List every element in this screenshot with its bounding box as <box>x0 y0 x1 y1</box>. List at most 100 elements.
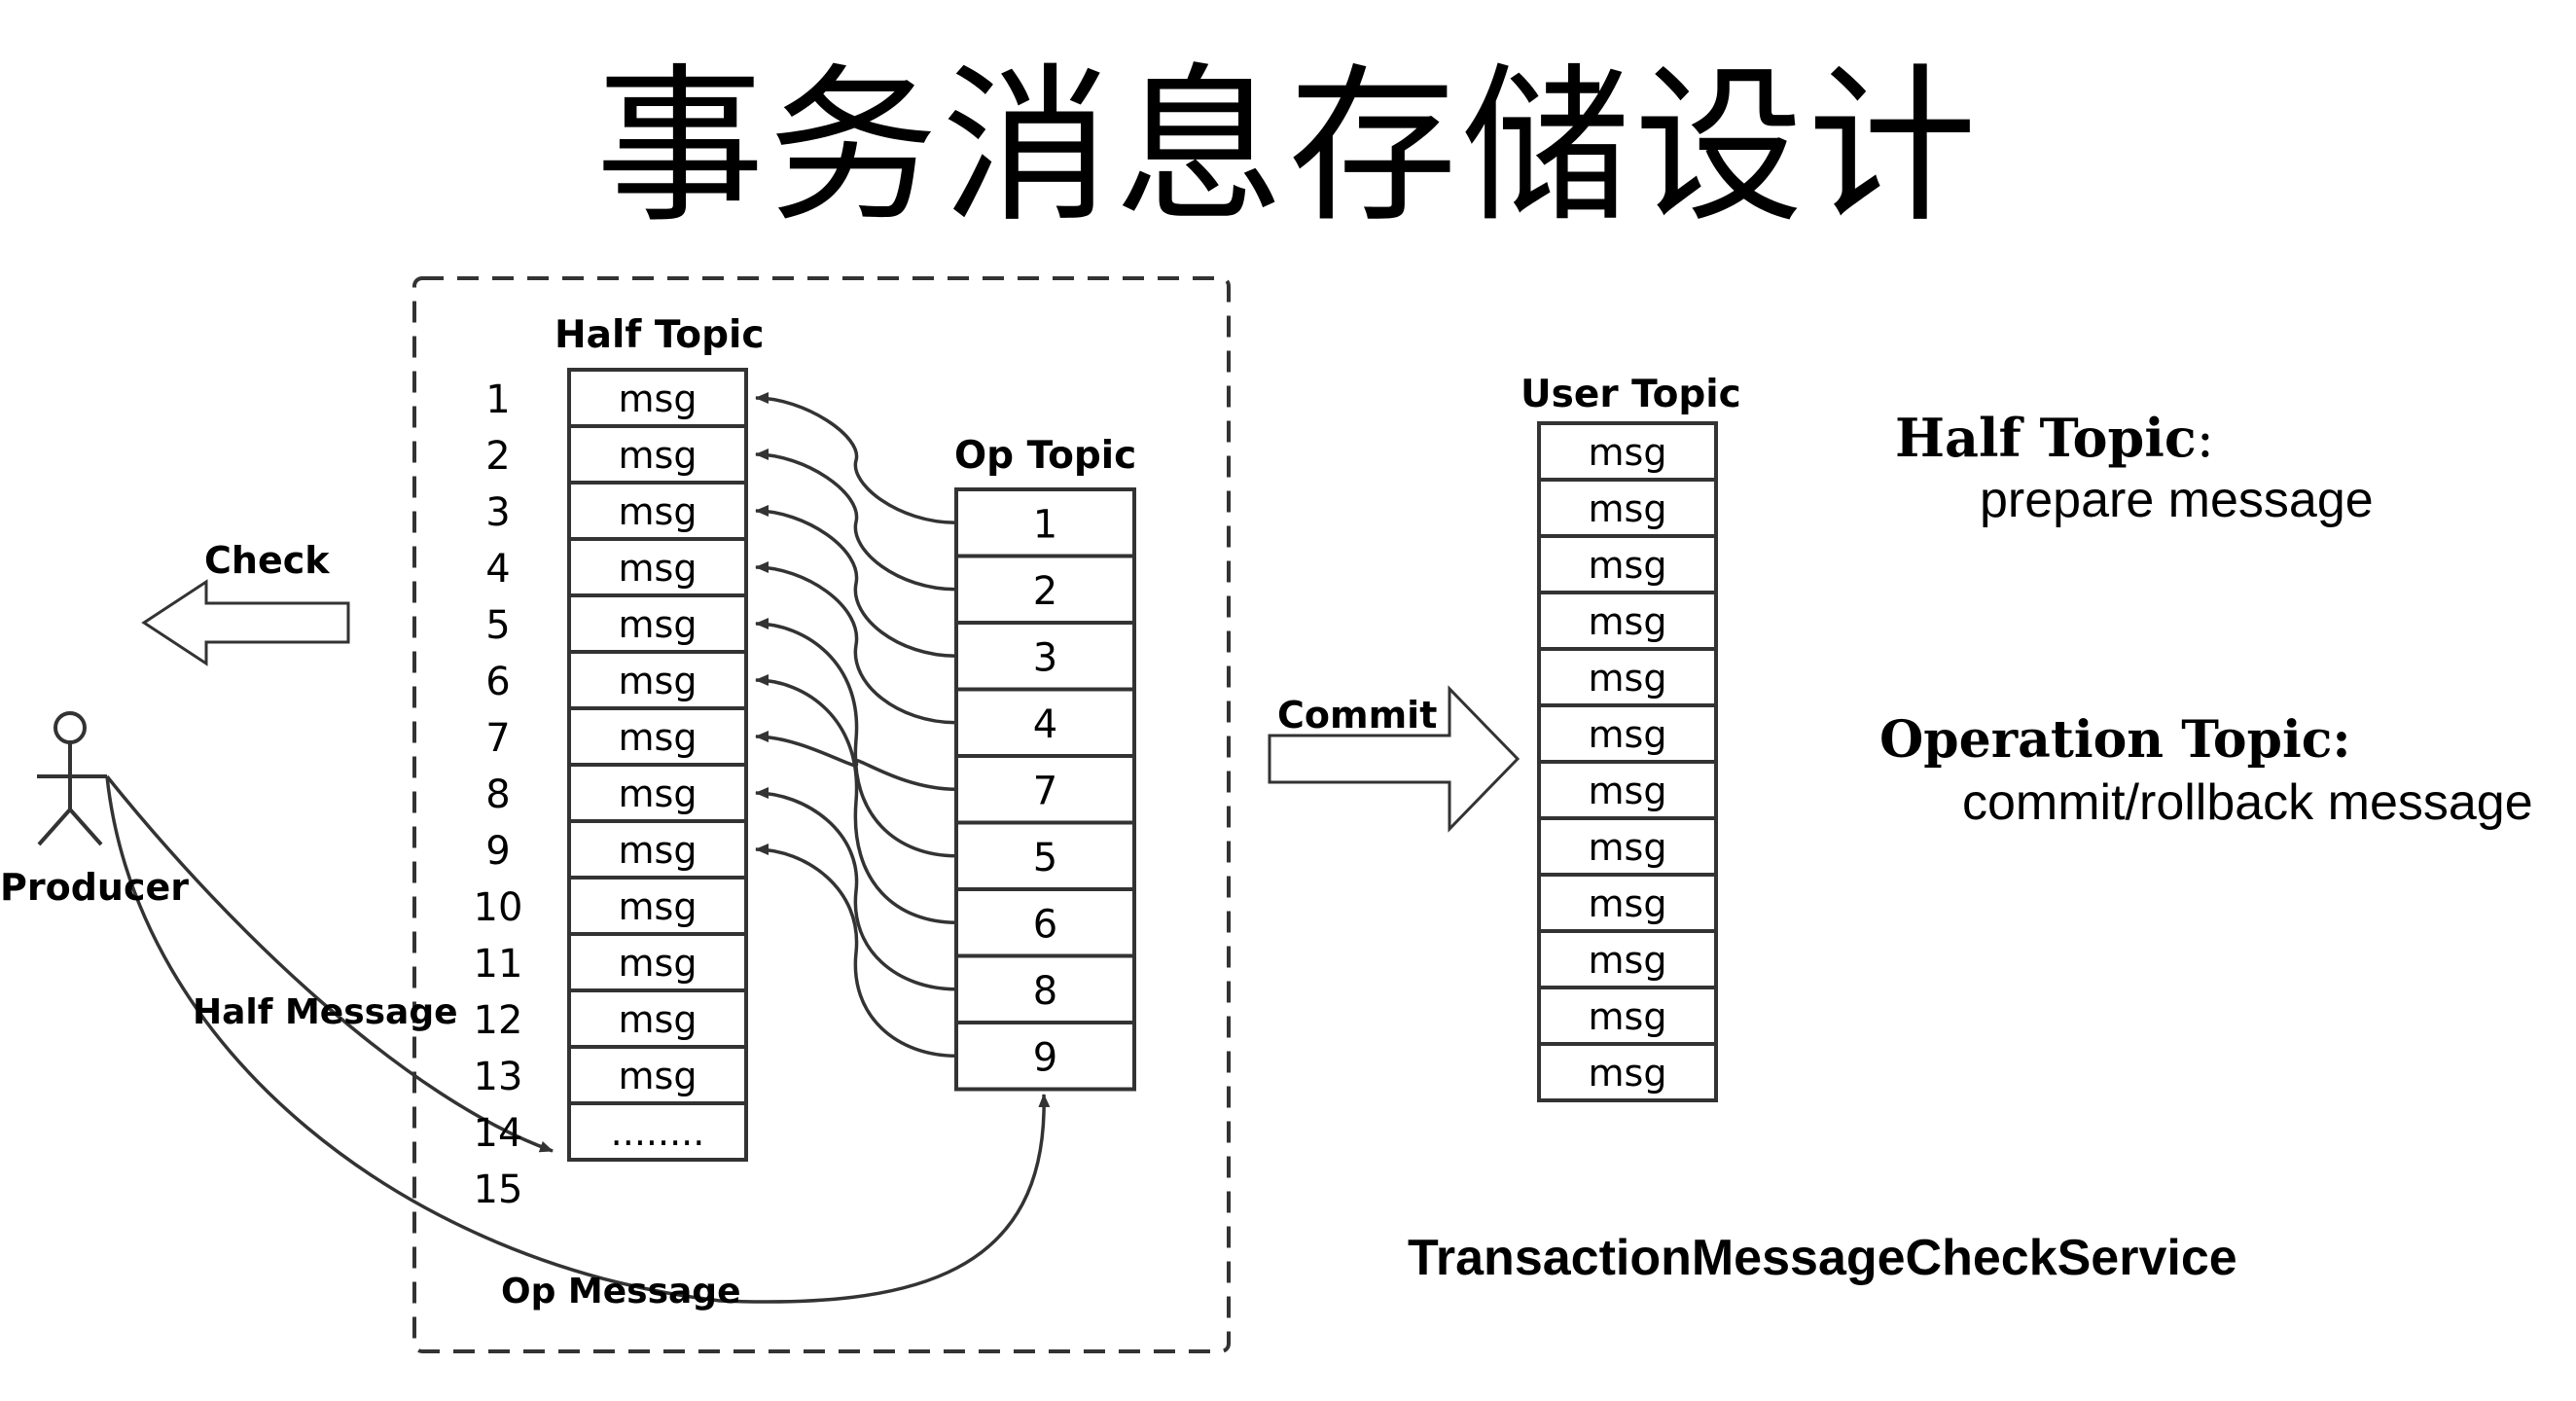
op-topic-cell-text: 4 <box>1033 702 1057 747</box>
half-topic-index: 11 <box>474 942 523 987</box>
user-topic-cell-text: msg <box>1589 882 1667 925</box>
user-topic-cell <box>1537 929 1718 989</box>
half-topic-cell-text: msg <box>619 1055 698 1097</box>
half-topic-index: 2 <box>485 434 510 479</box>
commit-arrow-icon <box>1268 685 1521 833</box>
user-topic-cell <box>1537 816 1718 877</box>
user-topic-cell-text: msg <box>1589 995 1667 1038</box>
legend-half-colon: : <box>2196 408 2214 469</box>
op-to-half-link <box>755 674 957 924</box>
op-topic-cell <box>954 887 1136 958</box>
producer-label: Producer <box>0 866 189 909</box>
half-topic-cell-text: msg <box>619 942 698 985</box>
half-topic-index: 12 <box>474 998 523 1043</box>
op-message-arrow <box>105 775 1051 1304</box>
op-topic-cell-text: 7 <box>1033 769 1057 813</box>
half-topic-cell <box>567 593 748 654</box>
producer-actor-icon <box>37 711 107 846</box>
user-topic-cell <box>1537 421 1718 482</box>
op-topic-cell-text: 1 <box>1033 502 1057 547</box>
user-topic-cell-text: msg <box>1589 1052 1667 1095</box>
half-topic-cell-text: ........ <box>611 1111 705 1154</box>
user-topic-cell-text: msg <box>1589 600 1667 643</box>
half-topic-cell <box>567 424 748 485</box>
half-topic-index: 5 <box>485 603 510 648</box>
half-topic-cell-text: msg <box>619 772 698 815</box>
op-topic-cell-text: 9 <box>1033 1035 1057 1080</box>
user-topic-cell <box>1537 591 1718 651</box>
half-topic-cell-text: msg <box>619 490 698 533</box>
half-topic-cell <box>567 988 748 1049</box>
half-topic-cell <box>567 876 748 936</box>
half-topic-cell-text: msg <box>619 603 698 646</box>
half-topic-index: 8 <box>485 772 510 817</box>
service-label: TransactionMessageCheckService <box>1408 1230 2237 1286</box>
op-topic-cell-text: 5 <box>1033 836 1057 880</box>
user-topic-cell-text: msg <box>1589 487 1667 530</box>
half-topic-cell <box>567 1045 748 1105</box>
op-topic-cell <box>954 487 1136 558</box>
half-topic-index: 10 <box>474 885 523 930</box>
op-to-half-link <box>755 449 957 592</box>
user-topic-cell-text: msg <box>1589 431 1667 474</box>
half-topic-cell-text: msg <box>619 377 698 420</box>
half-topic-label: Half Topic <box>555 313 765 357</box>
half-message-arrow <box>105 774 554 1153</box>
legend-half-desc: prepare message <box>1980 472 2374 528</box>
half-topic-cell <box>567 706 748 767</box>
legend-half-name: Half Topic <box>1895 407 2197 469</box>
user-topic-cell-text: msg <box>1589 770 1667 812</box>
legend-op-desc: commit/rollback message <box>1962 774 2533 831</box>
op-to-half-link <box>755 561 957 725</box>
user-topic-cell-text: msg <box>1589 826 1667 869</box>
half-topic-cell-text: msg <box>619 716 698 759</box>
half-topic-cell-text: msg <box>619 998 698 1041</box>
half-topic-index: 6 <box>485 660 510 704</box>
half-topic-index: 13 <box>474 1055 523 1099</box>
half-topic-cell-text: msg <box>619 885 698 928</box>
commit-label: Commit <box>1277 694 1438 736</box>
user-topic-label: User Topic <box>1521 373 1741 416</box>
half-topic-cell <box>567 537 748 597</box>
op-to-half-link <box>755 844 957 1058</box>
op-topic-cell <box>954 953 1136 1024</box>
user-topic-cell <box>1537 986 1718 1046</box>
user-topic-cell-text: msg <box>1589 544 1667 587</box>
op-topic-cell-text: 6 <box>1033 902 1057 947</box>
dashed-container <box>412 276 1231 1353</box>
op-to-half-link <box>755 505 957 658</box>
half-topic-index: 1 <box>485 377 510 422</box>
half-topic-index: 14 <box>474 1111 523 1156</box>
half-topic-index: 3 <box>485 490 510 535</box>
op-topic-label: Op Topic <box>954 434 1137 478</box>
op-topic-cell <box>954 820 1136 891</box>
half-message-label: Half Message <box>193 992 458 1032</box>
check-label: Check <box>204 539 330 582</box>
op-topic-cell-text: 2 <box>1033 569 1057 614</box>
user-topic-cell <box>1537 760 1718 820</box>
op-message-label: Op Message <box>501 1272 741 1311</box>
half-topic-cell-text: msg <box>619 547 698 590</box>
half-topic-cell-text: msg <box>619 434 698 477</box>
op-topic-cell <box>954 554 1136 625</box>
page-title: 事务消息存储设计 <box>594 49 1981 246</box>
user-topic-cell-text: msg <box>1589 713 1667 756</box>
half-topic-index: 9 <box>485 829 510 874</box>
half-topic-index: 4 <box>485 547 510 592</box>
op-to-half-link <box>755 392 957 524</box>
op-topic-cell <box>954 687 1136 758</box>
user-topic-cell-text: msg <box>1589 939 1667 982</box>
user-topic-cell <box>1537 1042 1718 1102</box>
legend-op-title: Operation Topic: <box>1879 710 2351 770</box>
user-topic-cell <box>1537 873 1718 933</box>
op-topic-cell <box>954 1021 1136 1092</box>
op-to-half-link <box>755 618 957 858</box>
op-to-half-link <box>755 787 957 991</box>
half-topic-cell <box>567 763 748 823</box>
half-topic-index: 15 <box>474 1168 523 1212</box>
half-topic-index: 7 <box>485 716 510 761</box>
legend-half-title: Half Topic: <box>1895 407 2214 469</box>
half-topic-cell <box>567 368 748 428</box>
